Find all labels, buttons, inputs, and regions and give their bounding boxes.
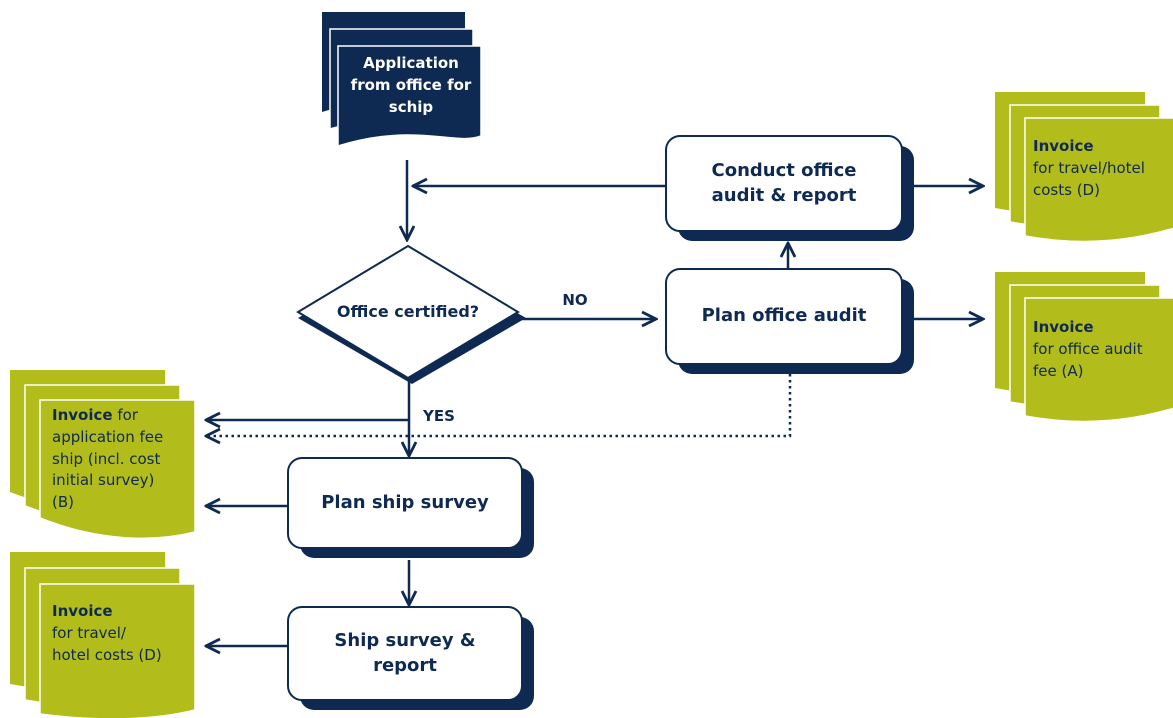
invoice-ship-travel-text: Invoice for travel/ hotel costs (D)	[52, 601, 192, 666]
application-document-label: Application from office for schip	[350, 54, 472, 116]
yes-label: YES	[423, 406, 455, 425]
invoice-application-fee-title: Invoice	[52, 406, 113, 424]
decision-diamond	[296, 244, 526, 384]
invoice-ship-travel-title: Invoice	[52, 602, 113, 620]
invoice-ship-travel-desc: for travel/ hotel costs (D)	[52, 623, 162, 664]
invoice-office-fee-title: Invoice	[1033, 318, 1094, 336]
invoice-application-fee-stack	[10, 370, 196, 540]
ship-survey-label: Ship survey & report	[334, 630, 476, 676]
invoice-application-fee-text: Invoice for application fee ship (incl. …	[52, 405, 192, 514]
application-document-stack	[322, 12, 482, 148]
invoice-office-travel-desc: for travel/hotel costs (D)	[1033, 158, 1145, 199]
invoice-office-travel-title: Invoice	[1033, 137, 1094, 155]
connector-plan-audit-dotted-to-invoice	[206, 374, 792, 436]
plan-survey-label: Plan ship survey	[321, 491, 489, 513]
invoice-office-travel-stack	[995, 92, 1173, 243]
invoice-office-travel-text: Invoice for travel/hotel costs (D)	[1033, 136, 1169, 201]
decision-label: Office certified?	[336, 302, 480, 322]
invoice-office-fee-desc: for office audit fee (A)	[1033, 339, 1143, 380]
conduct-audit-box	[665, 135, 914, 241]
plan-audit-label: Plan office audit	[701, 305, 867, 327]
conduct-audit-label: Conduct office audit & report	[711, 160, 857, 206]
invoice-office-fee-stack	[995, 272, 1173, 423]
invoice-application-fee-desc: for application fee ship (incl. cost ini…	[52, 406, 164, 511]
plan-audit-box	[665, 268, 914, 374]
ship-survey-box	[287, 606, 534, 710]
no-label: NO	[562, 290, 588, 309]
plan-survey-box	[287, 457, 534, 558]
invoice-ship-travel-stack	[10, 552, 196, 718]
invoice-office-fee-text: Invoice for office audit fee (A)	[1033, 317, 1169, 382]
